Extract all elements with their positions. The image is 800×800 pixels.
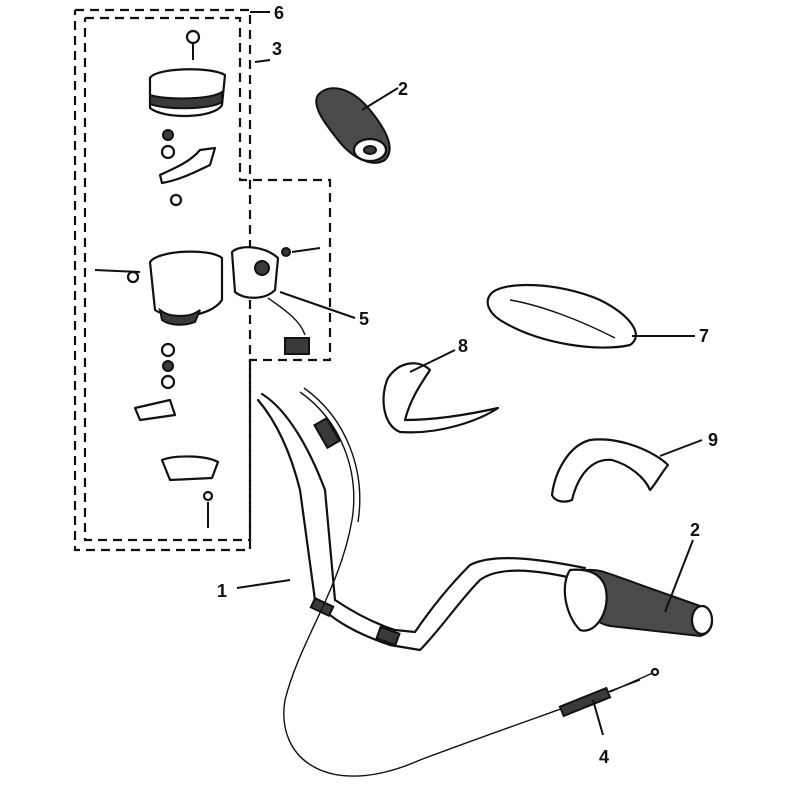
guard-deflector-9 bbox=[550, 438, 670, 503]
handlebar-band-right bbox=[375, 625, 401, 647]
cable-adjuster bbox=[313, 416, 341, 450]
grip-top bbox=[315, 87, 391, 164]
assembly-box-6 bbox=[73, 8, 252, 552]
callout-6: 6 bbox=[274, 3, 284, 23]
assembly-box-3 bbox=[83, 16, 332, 542]
switch-housing-body bbox=[94, 250, 224, 528]
callout-2-bottom: 2 bbox=[690, 520, 700, 540]
guard-deflector-8 bbox=[382, 362, 500, 434]
callout-8: 8 bbox=[458, 336, 468, 356]
kill-switch-5 bbox=[230, 246, 321, 355]
callout-9: 9 bbox=[708, 430, 718, 450]
callout-3: 3 bbox=[272, 39, 282, 59]
throttle-cable bbox=[283, 387, 660, 777]
callout-labels: 1 2 2 3 4 5 6 7 8 9 bbox=[217, 3, 718, 767]
hand-guard-7 bbox=[486, 283, 637, 349]
cable-sleeve bbox=[558, 686, 612, 718]
callout-4: 4 bbox=[599, 747, 609, 767]
grip-throttle bbox=[563, 568, 714, 638]
callout-5: 5 bbox=[359, 309, 369, 329]
callout-7: 7 bbox=[699, 326, 709, 346]
leader-lines bbox=[236, 11, 703, 736]
switch-housing-cover bbox=[148, 29, 227, 207]
handlebar bbox=[256, 392, 587, 652]
callout-1: 1 bbox=[217, 581, 227, 601]
callout-2-top: 2 bbox=[398, 79, 408, 99]
